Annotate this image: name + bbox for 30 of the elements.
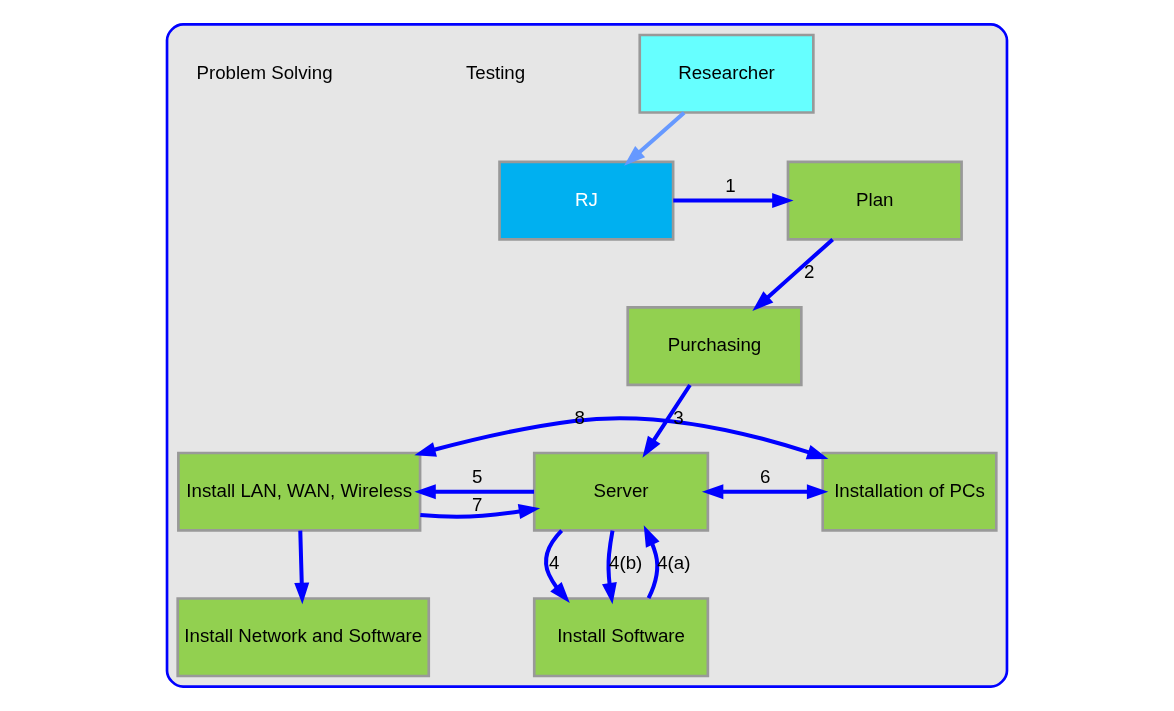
arrow [414,416,829,460]
node-box: Install Software [532,597,710,678]
arrow [544,529,570,604]
edge-label: 2 [804,261,815,283]
arrow [752,237,834,312]
node-box: Researcher [638,33,815,114]
node-box: Installation of PCs [821,451,998,532]
edge-label: 4 [549,552,560,574]
arrow [602,530,617,605]
edge-label: 1 [725,174,736,196]
node-box: Plan [786,160,963,241]
arrow [673,193,794,209]
edge-label: 5 [471,465,483,487]
arrow [643,525,660,600]
cluster [165,23,1009,688]
node-box: Purchasing [626,306,803,387]
node-box: Install Network and Software [176,597,431,678]
label: Testing [465,61,526,83]
arrow [642,383,692,458]
arrow [624,111,686,166]
arrow [701,484,829,500]
node-box: Install LAN, WAN, Wireless [177,451,422,532]
node-box: Server [532,451,710,532]
arrow [294,530,310,605]
arrow [414,484,535,500]
label: Problem Solving [196,61,333,83]
arrow [420,504,541,519]
edge-label: 6 [760,465,771,487]
edge-label: 7 [471,493,483,515]
node-box: RJ [498,160,675,241]
